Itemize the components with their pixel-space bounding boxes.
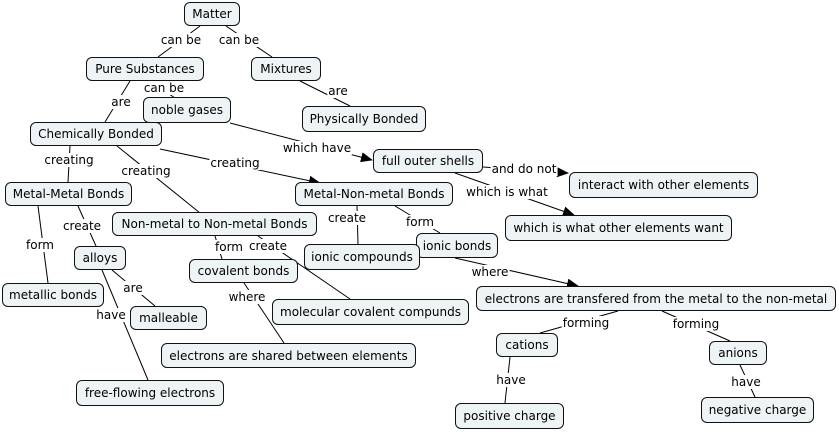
label-forming: forming: [671, 317, 721, 331]
label-create: create: [247, 239, 289, 253]
label-have: have: [95, 308, 127, 322]
node-anions[interactable]: anions: [709, 341, 767, 365]
node-electrons-are-shared[interactable]: electrons are shared between elements: [161, 343, 416, 368]
node-full-outer-shells[interactable]: full outer shells: [373, 149, 483, 173]
node-metal-metal-bonds[interactable]: Metal-Metal Bonds: [5, 182, 132, 206]
label-are: are: [327, 84, 349, 98]
node-interact-with-other-elements[interactable]: interact with other elements: [569, 172, 758, 198]
label-creating: creating: [43, 153, 95, 167]
node-cations[interactable]: cations: [496, 333, 558, 357]
label-form: form: [25, 238, 55, 252]
label-creating: creating: [120, 164, 172, 178]
label-which-have: which have: [281, 141, 353, 155]
label-create: create: [326, 211, 368, 225]
label-have: have: [730, 375, 762, 389]
label-where: where: [227, 290, 267, 304]
label-can-be: can be: [142, 81, 186, 95]
label-form: form: [214, 240, 244, 254]
node-ionic-compounds[interactable]: ionic compounds: [304, 244, 420, 270]
node-free-flowing-electrons[interactable]: free-flowing electrons: [76, 380, 224, 406]
line-ionic-to-transfer: [454, 257, 579, 289]
label-where: where: [470, 265, 510, 279]
label-can-be: can be: [159, 33, 203, 47]
node-noble-gases[interactable]: noble gases: [143, 97, 231, 123]
label-have: have: [495, 373, 527, 387]
line-chem-to-nonmetal: [116, 145, 201, 214]
node-electrons-transfered[interactable]: electrons are transfered from the metal …: [476, 286, 836, 311]
label-form: form: [405, 215, 435, 229]
node-metal-non-metal-bonds[interactable]: Metal-Non-metal Bonds: [295, 182, 453, 206]
node-positive-charge[interactable]: positive charge: [455, 403, 564, 429]
label-create: create: [61, 219, 103, 233]
node-physically-bonded[interactable]: Physically Bonded: [302, 106, 426, 132]
label-can-be: can be: [217, 33, 261, 47]
node-malleable[interactable]: malleable: [130, 306, 207, 330]
node-ionic-bonds[interactable]: ionic bonds: [416, 233, 498, 258]
node-metallic-bonds[interactable]: metallic bonds: [2, 283, 104, 307]
node-mixtures[interactable]: Mixtures: [251, 57, 321, 81]
node-chemically-bonded[interactable]: Chemically Bonded: [30, 122, 162, 146]
node-molecular-covalent-compunds[interactable]: molecular covalent compunds: [272, 299, 469, 325]
label-forming: forming: [561, 316, 611, 330]
line-alloys-to-free: [101, 269, 149, 381]
node-matter[interactable]: Matter: [184, 2, 240, 26]
node-pure-substances[interactable]: Pure Substances: [86, 57, 204, 81]
line-mixtures-to-physically: [299, 80, 351, 107]
node-which-is-what-other-elements-want[interactable]: which is what other elements want: [505, 215, 732, 241]
node-non-metal-to-non-metal-bonds[interactable]: Non-metal to Non-metal Bonds: [112, 212, 317, 236]
label-creating: creating: [209, 156, 261, 170]
label-which-is-what: which is what: [465, 185, 549, 199]
label-are: are: [122, 281, 144, 295]
node-alloys[interactable]: alloys: [74, 246, 126, 270]
node-negative-charge[interactable]: negative charge: [701, 397, 814, 423]
label-are: are: [110, 95, 132, 109]
label-and-do-not: and do not: [490, 162, 558, 176]
node-covalent-bonds[interactable]: covalent bonds: [189, 259, 298, 283]
